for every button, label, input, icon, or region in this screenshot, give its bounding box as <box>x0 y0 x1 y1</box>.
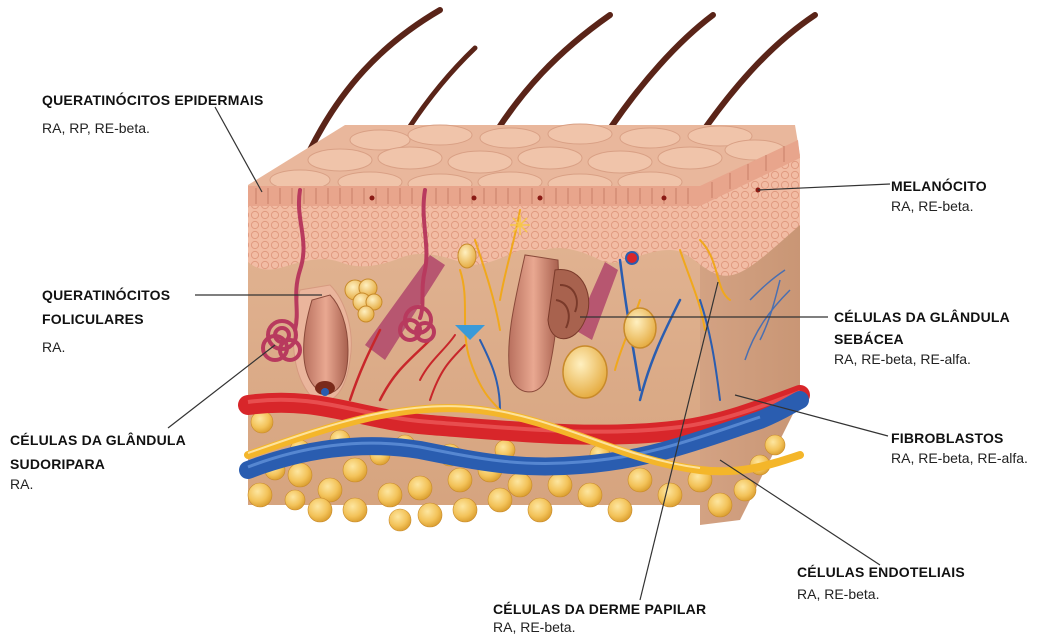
label-desc: RA, RE-beta, RE-alfa. <box>834 349 1010 369</box>
label-celulas-endoteliais: CÉLULAS ENDOTELIAIS RA, RE-beta. <box>797 562 965 604</box>
label-title-line1: CÉLULAS DA GLÂNDULA <box>834 307 1010 327</box>
label-title: QUERATINÓCITOS EPIDERMAIS <box>42 90 264 110</box>
leader-endoteliais <box>720 460 880 565</box>
label-title-line1: QUERATINÓCITOS <box>42 285 170 305</box>
label-title: CÉLULAS DA DERME PAPILAR <box>493 599 706 619</box>
label-melanocito: MELANÓCITO RA, RE-beta. <box>891 176 987 216</box>
label-title-line2: FOLICULARES <box>42 309 170 329</box>
label-title: FIBROBLASTOS <box>891 428 1028 448</box>
label-title-line2: SEBÁCEA <box>834 329 1010 349</box>
sparkle-ending <box>510 215 530 235</box>
label-fibroblastos: FIBROBLASTOS RA, RE-beta, RE-alfa. <box>891 428 1028 468</box>
label-title-line2: SUDORIPARA <box>10 454 186 474</box>
label-title: MELANÓCITO <box>891 176 987 196</box>
label-title: CÉLULAS ENDOTELIAIS <box>797 562 965 582</box>
label-desc: RA, RE-beta. <box>891 196 987 216</box>
melanocyte-receptor <box>626 252 638 264</box>
label-desc: RA. <box>42 337 170 357</box>
label-queratinocitos-epidermais: QUERATINÓCITOS EPIDERMAIS RA, RP, RE-bet… <box>42 90 264 138</box>
label-derme-papilar: CÉLULAS DA DERME PAPILAR RA, RE-beta. <box>493 599 706 635</box>
label-desc: RA. <box>10 474 186 494</box>
label-desc: RA, RE-beta. <box>797 584 965 604</box>
pacinian-corpuscle-center <box>563 346 607 398</box>
label-desc: RA, RE-beta. <box>493 619 706 635</box>
nerve-ending-left <box>458 244 476 268</box>
label-desc: RA, RP, RE-beta. <box>42 118 264 138</box>
label-glandula-sudoripara: CÉLULAS DA GLÂNDULA SUDORIPARA RA. <box>10 430 186 494</box>
label-queratinocitos-foliculares: QUERATINÓCITOS FOLICULARES RA. <box>42 285 170 357</box>
label-glandula-sebacea: CÉLULAS DA GLÂNDULA SEBÁCEA RA, RE-beta,… <box>834 307 1010 369</box>
label-desc: RA, RE-beta, RE-alfa. <box>891 448 1028 468</box>
pacinian-corpuscle-right <box>624 308 656 348</box>
label-title-line1: CÉLULAS DA GLÂNDULA <box>10 430 186 450</box>
